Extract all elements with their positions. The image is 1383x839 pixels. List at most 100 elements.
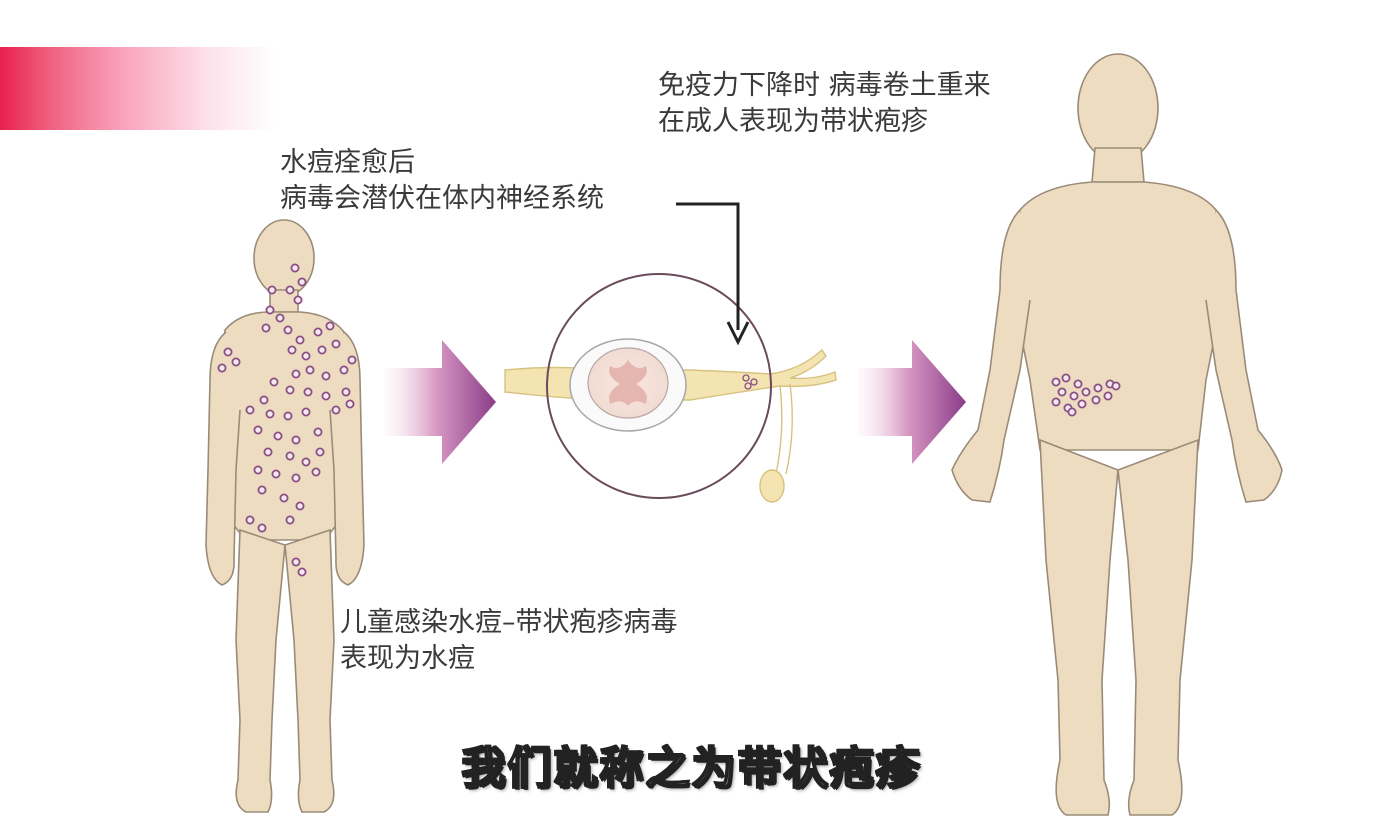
lesion-dot: [287, 345, 297, 355]
adult-left-leg: [1039, 438, 1119, 816]
lesion-dot: [321, 371, 331, 381]
lesion-dot: [283, 325, 293, 335]
lesion-dot: [325, 321, 335, 331]
adult-figure: [951, 53, 1283, 816]
adult-head: [1077, 53, 1159, 163]
lesion-dot: [317, 345, 327, 355]
lesion-dot: [279, 493, 289, 503]
lesion-dot: [217, 363, 227, 373]
lesion-dot: [313, 427, 323, 437]
arrow-right-2: [858, 340, 966, 464]
lesion-dot: [231, 357, 241, 367]
lesion-dot: [1057, 387, 1067, 397]
lesion-dot: [265, 409, 275, 419]
lesion-dot: [223, 347, 233, 357]
adult-torso: [1013, 181, 1223, 451]
lesion-dot: [253, 425, 263, 435]
lesion-dot: [315, 447, 325, 457]
lesion-dot: [297, 277, 307, 287]
lesion-dot: [301, 407, 311, 417]
lesion-dot: [291, 557, 301, 567]
child-note-line-2: 表现为水痘: [340, 643, 475, 674]
lesion-dot: [1051, 377, 1061, 387]
lesion-dot: [291, 369, 301, 379]
lesion-dot: [1081, 387, 1091, 397]
spinal-cord-inset: [504, 273, 837, 503]
child-chickenpox-note: 儿童感染水痘–带状疱疹病毒 表现为水痘: [340, 605, 678, 677]
lesion-dot: [1051, 397, 1061, 407]
child-left-arm: [205, 331, 241, 586]
pointer-arrow: [676, 202, 740, 330]
lesion-dot: [253, 465, 263, 475]
lesion-dot: [1069, 391, 1079, 401]
child-figure: [205, 219, 365, 813]
grey-matter: [609, 360, 647, 406]
lesion-dot: [347, 355, 357, 365]
lesion-dot: [285, 451, 295, 461]
lesion-dot: [257, 485, 267, 495]
lesion-dot: [285, 515, 295, 525]
adult-lesions: [1051, 373, 1121, 417]
lesion-dot: [267, 285, 277, 295]
adult-right-arm: [1205, 209, 1283, 503]
latent-note-line-2: 病毒会潜伏在体内神经系统: [280, 183, 604, 214]
lesion-dot: [1091, 395, 1101, 405]
lesion-dot: [245, 405, 255, 415]
corner-banner: [0, 47, 275, 130]
lesion-dot: [295, 501, 305, 511]
lesion-dot: [273, 431, 283, 441]
lesion-dot: [1077, 399, 1087, 409]
lesion-dot: [341, 387, 351, 397]
lesion-dot: [285, 285, 295, 295]
lesion-dot: [295, 335, 305, 345]
virus-particles: [742, 374, 758, 390]
lesion-dot: [257, 523, 267, 533]
lesion-dot: [291, 473, 301, 483]
lesion-dot: [301, 351, 311, 361]
child-note-line-1: 儿童感染水痘–带状疱疹病毒: [340, 607, 678, 638]
nerve-root: [775, 383, 793, 475]
adult-neck: [1091, 147, 1145, 183]
lesion-dot: [290, 263, 300, 273]
lesion-dot: [301, 457, 311, 467]
lesion-dot: [271, 469, 281, 479]
adult-shingles-note: 免疫力下降时 病毒卷土重来 在成人表现为带状疱疹: [658, 68, 991, 140]
lesion-dot: [1103, 391, 1113, 401]
lesion-dot: [293, 295, 303, 305]
lesion-dot: [339, 365, 349, 375]
lesion-dot: [303, 387, 313, 397]
lesion-dot: [1061, 373, 1071, 383]
lesion-dot: [245, 515, 255, 525]
arrow-right-1: [385, 340, 496, 464]
latent-infection-note: 水痘痊愈后 病毒会潜伏在体内神经系统: [280, 145, 604, 217]
lesion-dot: [311, 467, 321, 477]
adult-note-line-2: 在成人表现为带状疱疹: [658, 106, 928, 137]
child-right-arm: [329, 331, 365, 586]
lesion-dot: [1067, 407, 1077, 417]
lesion-dot: [297, 567, 307, 577]
lesion-dot: [261, 323, 271, 333]
lesion-dot: [331, 339, 341, 349]
lesion-dot: [259, 395, 269, 405]
lesion-dot: [265, 305, 275, 315]
adult-right-leg: [1117, 438, 1199, 816]
lesion-dot: [1093, 383, 1103, 393]
lesion-dot: [1111, 381, 1121, 391]
lesion-dot: [285, 385, 295, 395]
inset-circle: [546, 273, 772, 499]
lesion-dot: [263, 447, 273, 457]
lesion-dot: [283, 411, 293, 421]
pointer-arrowhead: [726, 321, 750, 346]
lesion-dot: [321, 391, 331, 401]
latent-note-line-1: 水痘痊愈后: [280, 147, 415, 178]
child-left-leg: [235, 528, 286, 813]
lesion-dot: [275, 313, 285, 323]
lesion-dot: [1073, 379, 1083, 389]
ganglion: [759, 469, 785, 503]
adult-note-line-1: 免疫力下降时 病毒卷土重来: [658, 70, 991, 101]
child-right-leg: [284, 528, 335, 813]
child-lesions: [217, 263, 357, 577]
video-subtitle: 我们就称之为带状疱疹: [461, 742, 922, 795]
